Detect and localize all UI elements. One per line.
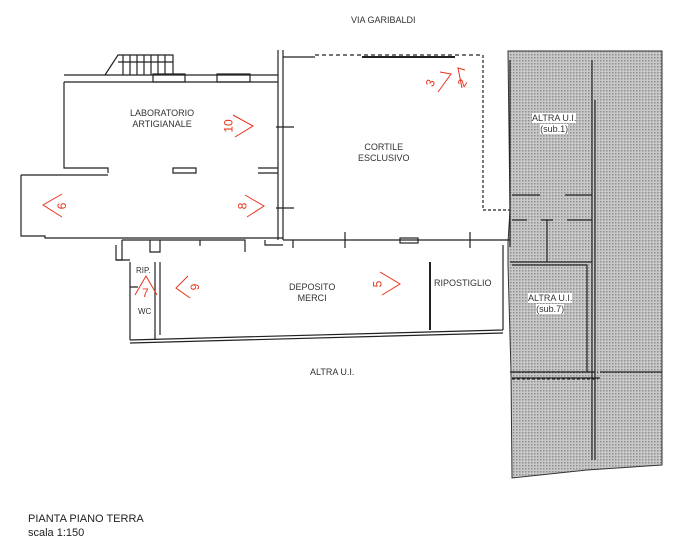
room-label: ESCLUSIVO [358, 153, 410, 163]
room-label: DEPOSITO [289, 282, 336, 292]
photo-point-8: 8 [235, 202, 250, 210]
photo-arrow-6 [175, 275, 191, 299]
photo-arrow-7 [134, 275, 158, 296]
photo-point-10: 10 [221, 119, 236, 133]
photo-arrow-3 [437, 71, 452, 93]
room-rip: RIP. [136, 266, 151, 275]
photo-arrow-9 [42, 193, 63, 218]
street-label: VIA GARIBALDI [351, 15, 416, 25]
room-label: CORTILE [364, 142, 404, 152]
room-label: ALTRA U.I. [528, 293, 573, 303]
photo-point-7: 7 [142, 286, 149, 300]
photo-arrow-8 [244, 194, 265, 218]
room-label: ALTRA U.I. [532, 113, 577, 123]
room-altra-sub1: ALTRA U.I. (sub.1) [532, 113, 577, 135]
room-label: LABORATORIO [130, 108, 195, 118]
room-label: (sub.1) [540, 124, 569, 134]
walls [20, 50, 662, 460]
photo-arrow-2 [457, 67, 466, 89]
room-ripostiglio: RIPOSTIGLIO [434, 278, 492, 288]
photo-point-6: 6 [187, 283, 202, 291]
room-label: ARTIGIANALE [132, 119, 192, 129]
room-cortile: CORTILE ESCLUSIVO [358, 142, 410, 164]
photo-arrow-10 [232, 114, 254, 138]
photo-point-5: 5 [370, 280, 385, 288]
room-deposito: DEPOSITO MERCI [289, 282, 335, 304]
room-label: (sub.7) [536, 304, 565, 314]
room-wc: WC [138, 307, 152, 316]
room-laboratorio: LABORATORIO ARTIGIANALE [130, 108, 194, 130]
room-label: MERCI [297, 293, 327, 303]
photo-point-9: 9 [54, 202, 69, 210]
plan-scale: scala 1:150 [28, 527, 85, 539]
photo-arrow-5 [379, 271, 401, 296]
room-altra-sub7: ALTRA U.I. (sub.7) [528, 293, 573, 315]
plan-title: PIANTA PIANO TERRA [28, 513, 144, 525]
room-altra-bottom: ALTRA U.I. [310, 367, 355, 377]
